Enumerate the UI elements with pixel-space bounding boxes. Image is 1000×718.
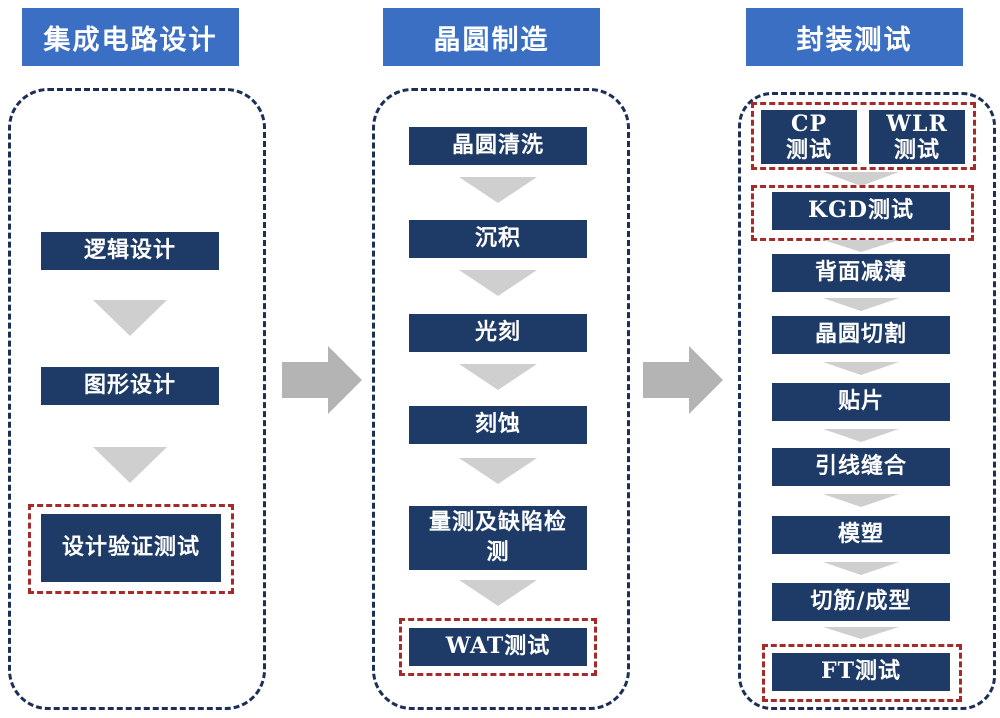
step-layout-design: 图形设计	[41, 367, 219, 405]
step-trim-form: 切筋/成型	[772, 583, 950, 621]
step-wire-bonding: 引线缝合	[772, 448, 950, 486]
step-back-grinding: 背面减薄	[772, 254, 950, 292]
column-header-ic-design: 集成电路设计	[22, 8, 239, 66]
step-wat-test: WAT测试	[409, 628, 587, 666]
down-arrow	[459, 364, 537, 390]
step-die-attach: 贴片	[772, 383, 950, 421]
step-deposition: 沉积	[409, 220, 587, 258]
wlr-test-line2: 测试	[893, 137, 940, 163]
step-wlr-test: WLR 测试	[869, 110, 965, 164]
step-design-verification-test: 设计验证测试	[41, 514, 221, 582]
wlr-test-line1: WLR	[886, 110, 948, 137]
down-arrow	[93, 447, 167, 483]
down-arrow	[823, 627, 899, 639]
column-frame-packaging-test	[738, 92, 996, 710]
column-header-packaging-test: 封装测试	[746, 8, 963, 66]
step-cp-test: CP 测试	[761, 110, 857, 164]
right-arrow-icon	[643, 346, 723, 414]
column-frame-ic-design	[8, 88, 266, 710]
down-arrow	[823, 240, 899, 252]
highlight-design-verification	[28, 504, 234, 594]
down-arrow	[459, 458, 537, 484]
step-kgd-test: KGD测试	[772, 192, 950, 230]
right-arrow-icon	[282, 346, 362, 414]
down-arrow	[823, 362, 899, 375]
step-lithography: 光刻	[409, 314, 587, 352]
step-etching: 刻蚀	[409, 406, 587, 444]
column-frame-wafer-fab	[372, 88, 630, 710]
highlight-cp-wlr-test	[751, 102, 976, 170]
cp-test-line2: 测试	[785, 137, 832, 163]
highlight-kgd-test	[751, 185, 974, 241]
highlight-ft-test	[762, 644, 962, 702]
step-wafer-dicing: 晶圆切割	[772, 316, 950, 354]
step-ft-test: FT测试	[772, 653, 950, 691]
cp-test-line1: CP	[790, 110, 828, 137]
down-arrow	[459, 270, 537, 296]
down-arrow	[93, 300, 167, 336]
down-arrow	[823, 494, 899, 507]
down-arrow	[459, 580, 537, 606]
step-molding: 模塑	[772, 516, 950, 554]
step-logic-design: 逻辑设计	[41, 232, 219, 270]
down-arrow	[823, 562, 899, 575]
step-wafer-cleaning: 晶圆清洗	[409, 127, 587, 165]
down-arrow	[823, 298, 899, 311]
step-metrology-defect-inspection: 量测及缺陷检测	[409, 506, 587, 570]
column-header-wafer-fab: 晶圆制造	[383, 8, 600, 66]
down-arrow	[823, 429, 899, 442]
highlight-wat-test	[399, 618, 597, 676]
down-arrow	[823, 172, 899, 186]
down-arrow	[459, 177, 537, 203]
